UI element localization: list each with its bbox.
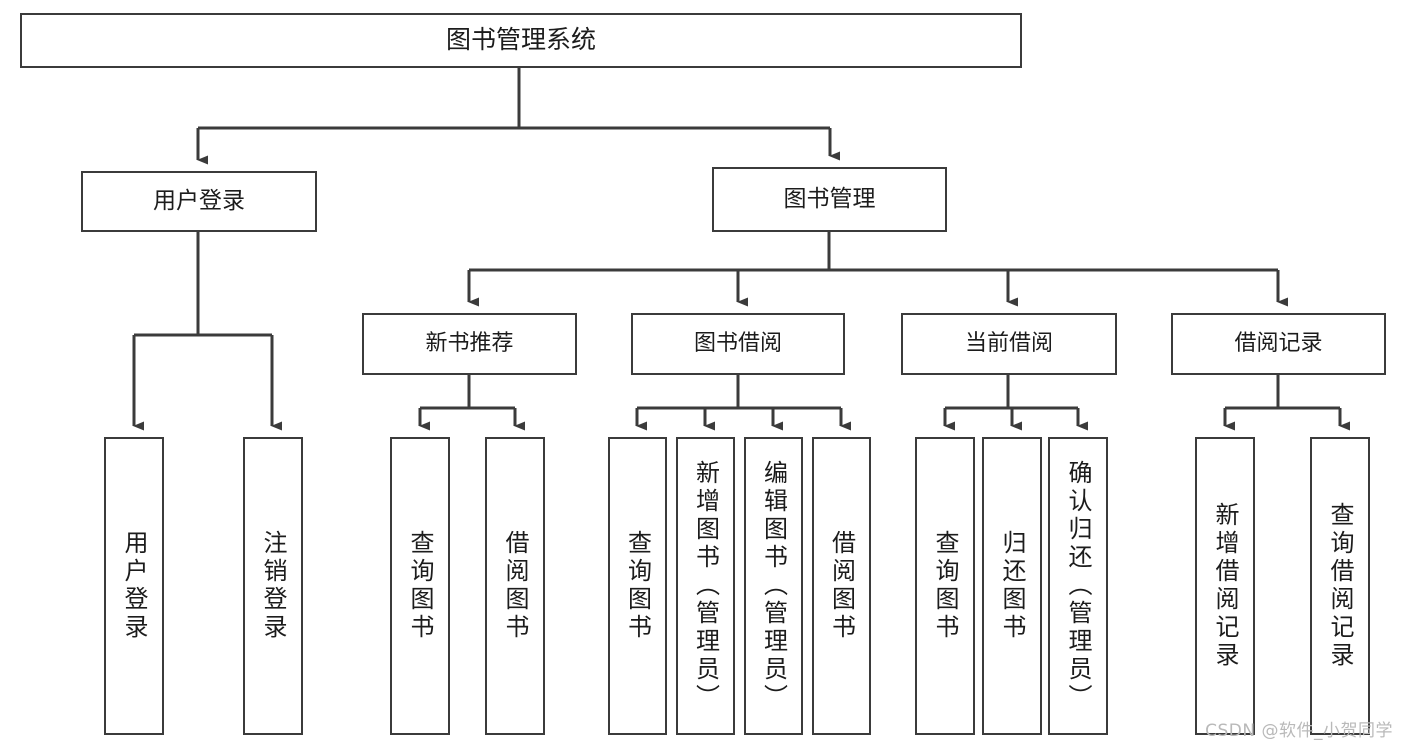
node-label: 借阅图书 — [501, 530, 529, 642]
node-label: 借阅记录 — [1234, 331, 1323, 357]
node-user-login[interactable]: 用户登录 — [81, 171, 317, 232]
leaf-query-borrow-record[interactable]: 查询借阅记录 — [1310, 437, 1370, 735]
leaf-query-books-current[interactable]: 查询图书 — [915, 437, 975, 735]
node-label: 查询图书 — [931, 530, 959, 642]
watermark-text: CSDN @软件_小贺同学 — [1205, 721, 1393, 741]
node-label: 新书推荐 — [425, 331, 514, 357]
node-label: 查询图书 — [623, 530, 652, 642]
leaf-add-borrow-record[interactable]: 新增借阅记录 — [1195, 437, 1255, 735]
leaf-query-books-borrowing[interactable]: 查询图书 — [608, 437, 667, 735]
leaf-borrow-books[interactable]: 借阅图书 — [812, 437, 871, 735]
leaf-user-login[interactable]: 用户登录 — [104, 437, 164, 735]
node-label: 查询图书 — [406, 530, 434, 642]
leaf-edit-book-admin[interactable]: 编辑图书（管理员） — [744, 437, 803, 735]
node-label: 注销登录 — [259, 530, 287, 642]
node-book-borrowing[interactable]: 图书借阅 — [631, 313, 845, 375]
node-label: 借阅图书 — [827, 530, 856, 642]
node-root-system[interactable]: 图书管理系统 — [20, 13, 1022, 68]
node-label: 用户登录 — [120, 530, 148, 642]
node-label: 图书管理系统 — [445, 25, 596, 55]
node-label: 当前借阅 — [964, 331, 1053, 357]
leaf-logout[interactable]: 注销登录 — [243, 437, 303, 735]
node-book-management[interactable]: 图书管理 — [712, 167, 947, 232]
leaf-add-book-admin[interactable]: 新增图书（管理员） — [676, 437, 735, 735]
node-label: 确认归还（管理员） — [1064, 460, 1092, 712]
leaf-return-books[interactable]: 归还图书 — [982, 437, 1042, 735]
node-label: 查询借阅记录 — [1326, 502, 1354, 670]
node-label: 图书借阅 — [693, 331, 782, 357]
leaf-confirm-return-admin[interactable]: 确认归还（管理员） — [1048, 437, 1108, 735]
node-label: 新增借阅记录 — [1211, 502, 1239, 670]
leaf-borrow-books-recommendation[interactable]: 借阅图书 — [485, 437, 545, 735]
node-label: 编辑图书（管理员） — [759, 460, 788, 712]
node-new-book-recommendation[interactable]: 新书推荐 — [362, 313, 577, 375]
leaf-query-books-recommendation[interactable]: 查询图书 — [390, 437, 450, 735]
node-label: 用户登录 — [153, 188, 245, 215]
node-current-borrowing[interactable]: 当前借阅 — [901, 313, 1117, 375]
node-label: 新增图书（管理员） — [691, 460, 720, 712]
node-label: 归还图书 — [998, 530, 1026, 642]
node-borrow-records[interactable]: 借阅记录 — [1171, 313, 1386, 375]
node-label: 图书管理 — [783, 186, 876, 213]
